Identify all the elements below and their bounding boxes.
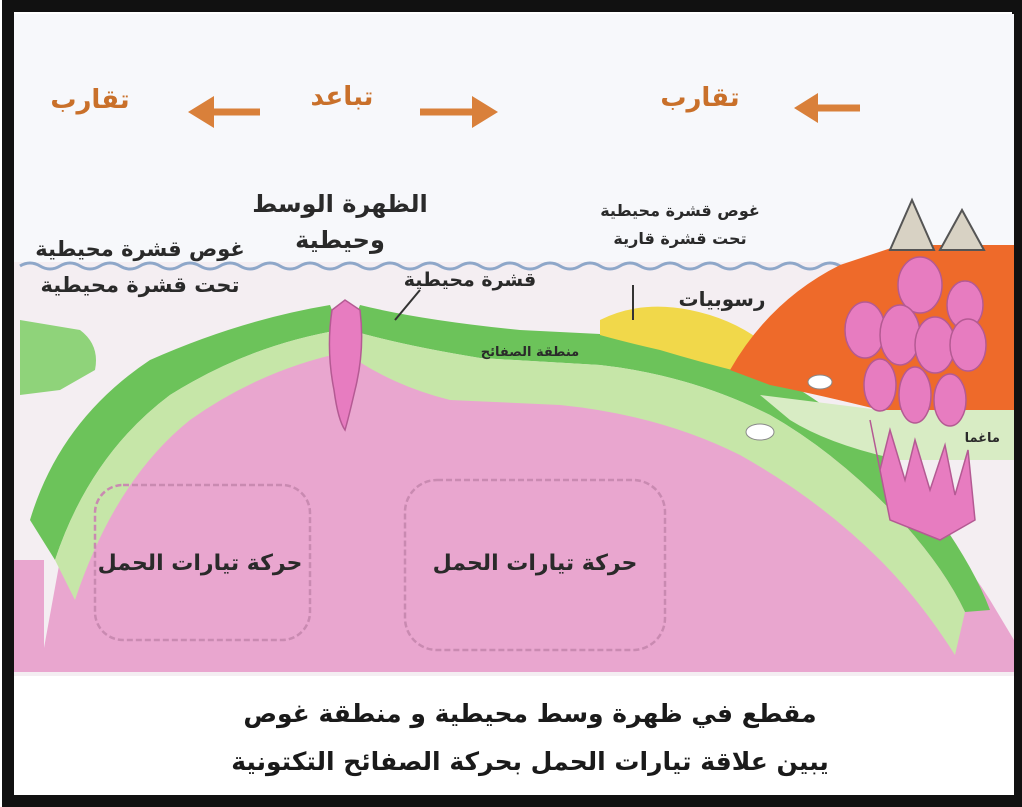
label-mid-ridge-line1: الظهرة الوسط: [252, 190, 428, 218]
label-plate-zone: منطقة الصفائح: [481, 345, 579, 360]
label-subduction-left-line2: تحت قشرة محيطية: [41, 273, 240, 297]
label-convection-center: حركة تيارات الحمل: [433, 551, 638, 576]
label-convergence-left: تقارب: [50, 85, 129, 115]
label-subduction-left-line1: غوص قشرة محيطية: [35, 237, 244, 261]
caption-line1: مقطع في ظهرة وسط محيطية و منطقة غوص: [243, 699, 816, 729]
label-subduction-right-line2: تحت قشرة قارية: [613, 229, 746, 248]
rock-fragment: [746, 424, 774, 440]
sky-area: [14, 14, 1014, 264]
caption-line2: يبين علاقة تيارات الحمل بحركة الصفائح ال…: [231, 747, 829, 777]
caption-area: [14, 676, 1014, 795]
label-convergence-right: تقارب: [660, 83, 739, 113]
label-oceanic-crust: قشرة محيطية: [404, 269, 536, 291]
label-divergence: تباعد: [311, 82, 374, 112]
label-sediments: رسوبيات: [678, 287, 765, 311]
mantle-left-edge: [14, 560, 44, 672]
rock-fragment: [808, 375, 832, 389]
label-subduction-right-line1: غوص قشرة محيطية: [600, 201, 760, 220]
label-convection-left: حركة تيارات الحمل: [98, 551, 303, 576]
label-magma: ماغما: [965, 431, 1000, 446]
label-mid-ridge-line2: وحيطية: [295, 226, 385, 254]
